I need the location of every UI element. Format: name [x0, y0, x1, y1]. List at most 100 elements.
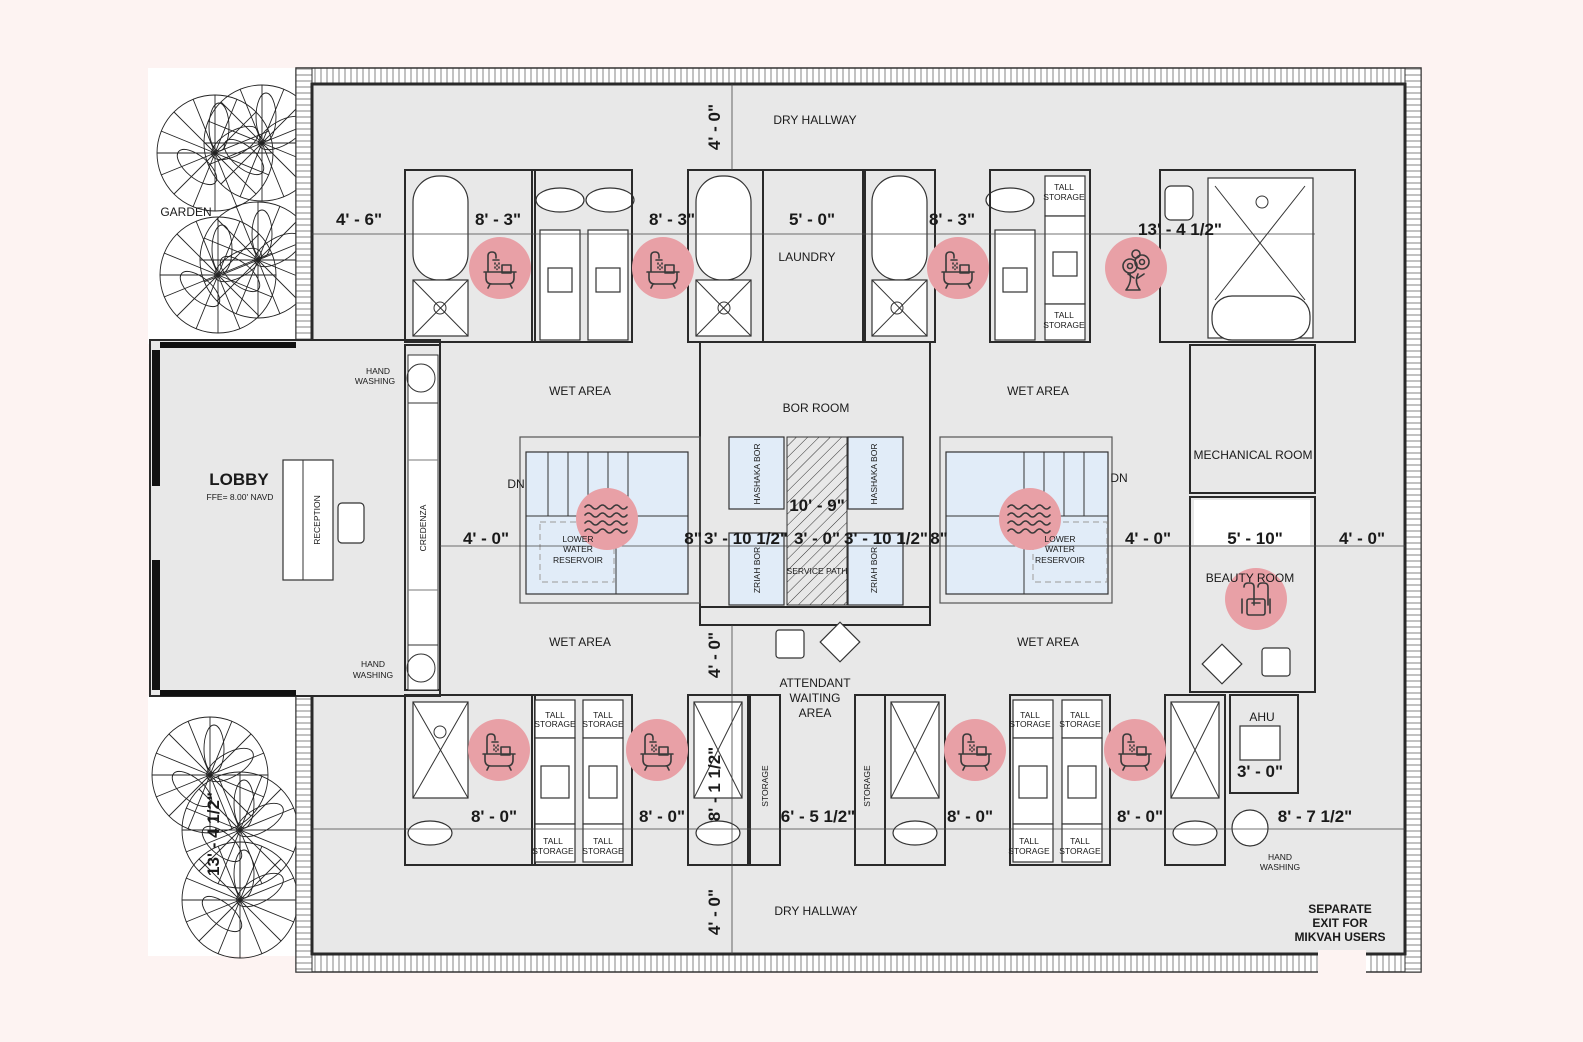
room-label-attendant: AREA: [799, 706, 832, 720]
room-label-garden: GARDEN: [160, 205, 211, 219]
dimension-label: 4' - 6": [336, 210, 382, 229]
salon-chair-icon: [1225, 568, 1287, 630]
room-label-wet-area: WET AREA: [549, 635, 611, 649]
hand-washing-label: WASHING: [355, 376, 395, 386]
chair: [819, 621, 861, 663]
hashaka-bor-label: HASHAKA BOR: [752, 444, 762, 505]
dimension-label: 4' - 0": [463, 529, 509, 548]
tall-storage-label: TALL: [593, 836, 613, 846]
tall-storage-label: STORAGE: [1059, 846, 1101, 856]
tall-storage-label: STORAGE: [1059, 719, 1101, 729]
room-label-lobby: LOBBY: [209, 470, 269, 489]
reservoir-label: RESERVOIR: [1035, 555, 1085, 565]
room-label-mechanical: MECHANICAL ROOM: [1194, 448, 1313, 462]
dimension-label: 8' - 1 1/2": [705, 747, 724, 821]
dimension-label: 8' - 3": [929, 210, 975, 229]
side-table: [775, 629, 805, 659]
hashaka-bor-label: HASHAKA BOR: [869, 444, 879, 505]
tall-storage-label: STORAGE: [582, 846, 624, 856]
bathtub-icon: [626, 719, 688, 781]
reservoir-label: LOWER: [1044, 534, 1075, 544]
zriah-bor-label: ZRIAH BOR: [869, 547, 879, 593]
dimension-label: 13' - 4 1/2": [204, 792, 223, 876]
dimension-label: 8' - 3": [649, 210, 695, 229]
tall-storage-label: TALL: [1070, 710, 1090, 720]
tall-storage-label: STORAGE: [1008, 846, 1050, 856]
zriah-bor-label: ZRIAH BOR: [752, 547, 762, 593]
reception-label: RECEPTION: [312, 495, 322, 545]
tall-storage-label: TALL: [543, 836, 563, 846]
tall-storage-label: STORAGE: [1043, 192, 1085, 202]
bathtub-icon: [944, 719, 1006, 781]
room-label-wet-area: WET AREA: [549, 384, 611, 398]
bathtub-icon: [927, 237, 989, 299]
flower-bouquet-icon: [1105, 237, 1167, 299]
dimension-label: 10' - 9": [789, 496, 845, 515]
dimension-label: 3' - 10 1/2": [704, 529, 788, 548]
hand-washing-label: WASHING: [353, 670, 393, 680]
dimension-label: 8' - 0": [947, 807, 993, 826]
dimension-label: 8' - 7 1/2": [1278, 807, 1352, 826]
dimension-label: 4' - 0": [705, 632, 724, 678]
service-path-label: SERVICE PATH: [787, 566, 848, 576]
reception-desk: [282, 459, 334, 581]
water-waves-icon: [576, 488, 638, 550]
stair-dn-label: DN: [507, 477, 524, 491]
tall-storage-label: STORAGE: [1043, 320, 1085, 330]
bathtub-icon: [1104, 719, 1166, 781]
reservoir-label: WATER: [1045, 544, 1075, 554]
tall-storage-labels-bottom: TALL STORAGE TALL STORAGE TALL STORAGE T…: [532, 710, 1101, 856]
dimension-label: 8' - 0": [639, 807, 685, 826]
dimension-label: 5' - 0": [789, 210, 835, 229]
bathtub-icon: [632, 237, 694, 299]
room-label-laundry: LAUNDRY: [778, 250, 835, 264]
exit-note: EXIT FOR: [1312, 916, 1368, 930]
side-table: [1261, 647, 1291, 677]
tall-storage-label: STORAGE: [534, 719, 576, 729]
room-label-beauty: BEAUTY ROOM: [1206, 571, 1294, 585]
tall-storage-label: TALL: [1020, 710, 1040, 720]
storage-label: STORAGE: [760, 765, 770, 807]
dimension-label: 8": [684, 529, 702, 548]
dimension-label: 4' - 0": [705, 104, 724, 150]
dimension-label: 4' - 0": [705, 889, 724, 935]
tall-storage-label: TALL: [1070, 836, 1090, 846]
room-label-attendant: ATTENDANT: [779, 676, 851, 690]
reservoir-label: RESERVOIR: [553, 555, 603, 565]
window: [152, 560, 160, 690]
dimension-label: 4' - 0": [1125, 529, 1171, 548]
exit-note: SEPARATE: [1308, 902, 1372, 916]
exit-opening: [1318, 950, 1366, 974]
room-label-dry-hallway: DRY HALLWAY: [773, 113, 856, 127]
room-label-wet-area: WET AREA: [1017, 635, 1079, 649]
hand-washing-label: WASHING: [1260, 862, 1300, 872]
tall-storage-label: TALL: [1019, 836, 1039, 846]
dimension-label: 13' - 4 1/2": [1138, 220, 1222, 239]
reservoir-label: WATER: [563, 544, 593, 554]
lobby-elevation: FFE= 8.00' NAVD: [207, 492, 274, 502]
bathtub-icon: [469, 237, 531, 299]
tall-storage-label: TALL: [593, 710, 613, 720]
room-label-dry-hallway: DRY HALLWAY: [774, 904, 857, 918]
exit-note: MIKVAH USERS: [1294, 930, 1385, 944]
dimension-label: 5' - 10": [1227, 529, 1283, 548]
dimension-label: 6' - 5 1/2": [781, 807, 855, 826]
tall-storage-label: TALL: [1054, 182, 1074, 192]
tall-storage-label: STORAGE: [1009, 719, 1051, 729]
tall-storage-label: TALL: [1054, 310, 1074, 320]
bottom-suites: [404, 694, 1299, 866]
interior-walls: [404, 341, 1316, 693]
reservoir-label: LOWER: [562, 534, 593, 544]
room-label-bor-room: BOR ROOM: [783, 401, 850, 415]
hand-washing-label: HAND: [1268, 852, 1292, 862]
window: [152, 350, 160, 486]
room-label-wet-area: WET AREA: [1007, 384, 1069, 398]
tall-storage-label: TALL: [545, 710, 565, 720]
credenza-label: CREDENZA: [418, 504, 428, 551]
dimension-label: 3' - 0": [1237, 762, 1283, 781]
tall-storage-label: STORAGE: [532, 846, 574, 856]
hand-washing-label: HAND: [361, 659, 385, 669]
chair: [1201, 643, 1243, 685]
top-suites: [404, 169, 1356, 343]
